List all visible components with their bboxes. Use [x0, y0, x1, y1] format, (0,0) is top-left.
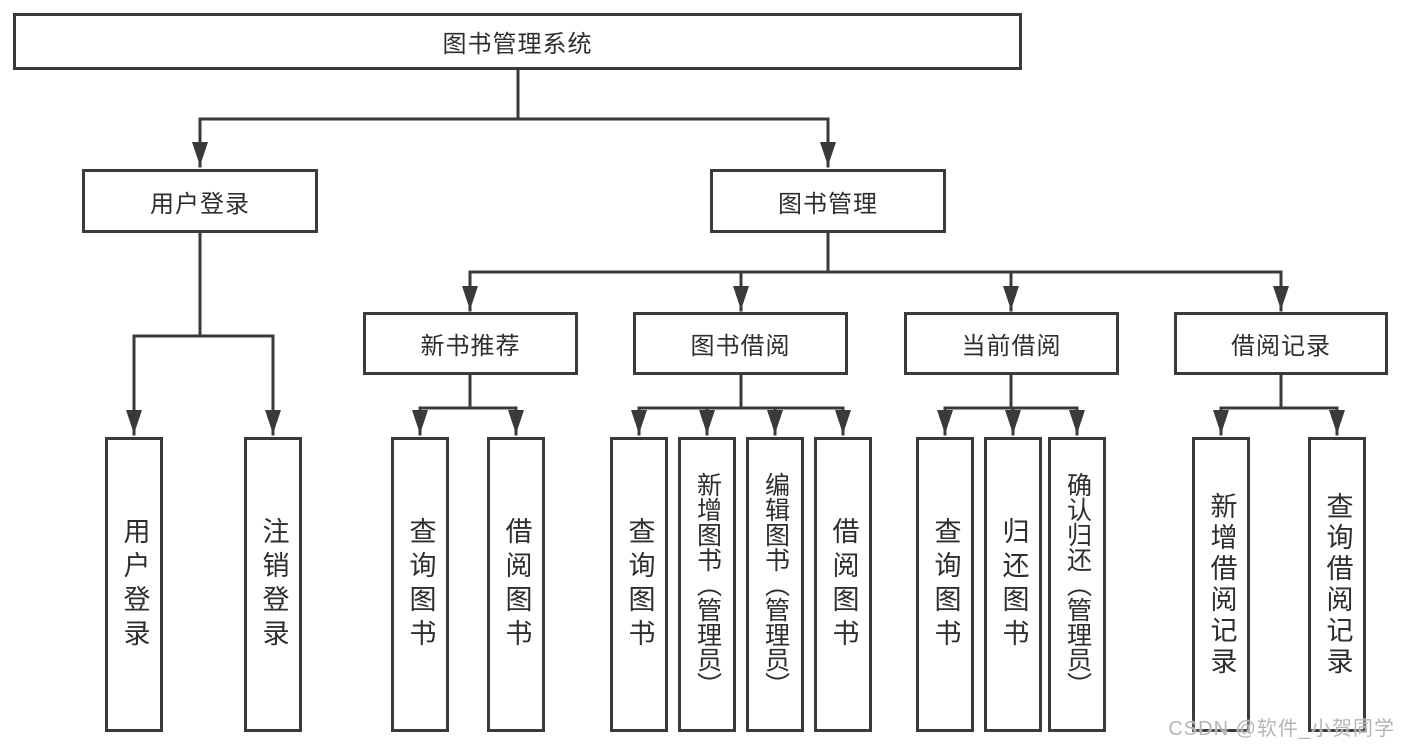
node-root: 图书管理系统 [13, 13, 1022, 70]
node-book-management-label: 图书管理 [778, 190, 878, 218]
node-user-login-label: 用户登录 [150, 190, 250, 218]
leaf-confirm-return-admin-label: 确认归还（管理员） [1063, 472, 1092, 697]
node-current-borrowing: 当前借阅 [904, 312, 1119, 375]
leaf-confirm-return-admin: 确认归还（管理员） [1048, 437, 1106, 732]
leaf-query-books-1-label: 查询图书 [405, 516, 436, 653]
leaf-query-books-3: 查询图书 [916, 437, 974, 732]
leaf-borrow-books-1: 借阅图书 [487, 437, 545, 732]
node-root-label: 图书管理系统 [442, 31, 593, 58]
leaf-borrow-books-2: 借阅图书 [814, 437, 872, 732]
node-new-book-recommend-label: 新书推荐 [420, 333, 521, 360]
leaf-add-book-admin: 新增图书（管理员） [678, 437, 736, 732]
node-user-login: 用户登录 [82, 169, 318, 233]
leaf-return-book: 归还图书 [984, 437, 1042, 732]
leaf-edit-book-admin-label: 编辑图书（管理员） [761, 472, 790, 697]
leaf-add-borrow-record-label: 新增借阅记录 [1206, 491, 1237, 678]
leaf-add-book-admin-label: 新增图书（管理员） [693, 472, 722, 697]
node-current-borrowing-label: 当前借阅 [961, 333, 1062, 360]
leaf-query-borrow-record: 查询借阅记录 [1308, 437, 1366, 732]
leaf-add-borrow-record: 新增借阅记录 [1192, 437, 1250, 732]
leaf-logout-label: 注销登录 [258, 516, 289, 653]
node-borrowing-records: 借阅记录 [1174, 312, 1388, 375]
leaf-query-books-2: 查询图书 [610, 437, 668, 732]
leaf-logout: 注销登录 [244, 437, 302, 732]
node-book-management: 图书管理 [710, 169, 946, 233]
leaf-query-borrow-record-label: 查询借阅记录 [1322, 491, 1353, 678]
csdn-watermark: CSDN @软件_小贺同学 [1168, 718, 1395, 740]
leaf-user-login-label: 用户登录 [119, 516, 150, 653]
leaf-borrow-books-1-label: 借阅图书 [501, 516, 532, 653]
node-book-borrowing: 图书借阅 [633, 312, 848, 375]
leaf-return-book-label: 归还图书 [998, 516, 1029, 653]
leaf-query-books-1: 查询图书 [391, 437, 449, 732]
leaf-query-books-3-label: 查询图书 [930, 516, 961, 653]
node-book-borrowing-label: 图书借阅 [690, 333, 791, 360]
leaf-query-books-2-label: 查询图书 [624, 516, 655, 653]
leaf-edit-book-admin: 编辑图书（管理员） [746, 437, 804, 732]
node-new-book-recommend: 新书推荐 [363, 312, 578, 375]
leaf-borrow-books-2-label: 借阅图书 [828, 516, 859, 653]
node-borrowing-records-label: 借阅记录 [1231, 333, 1331, 360]
leaf-user-login: 用户登录 [105, 437, 163, 732]
